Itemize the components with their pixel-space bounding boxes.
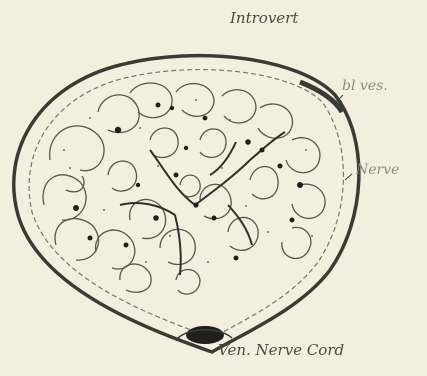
pointer-nerve bbox=[345, 174, 352, 180]
body-wall-inner bbox=[29, 70, 343, 338]
label-nerve: Nerve bbox=[356, 162, 399, 178]
label-introvert: Introvert bbox=[230, 9, 298, 27]
stipple bbox=[63, 99, 313, 263]
nuclei bbox=[73, 103, 303, 261]
label-blood-vessel: bl ves. bbox=[342, 78, 388, 94]
label-ventral-nerve-cord: Ven. Nerve Cord bbox=[218, 341, 344, 359]
body-wall-outer bbox=[14, 56, 359, 352]
retractor-folds bbox=[43, 83, 325, 294]
central-channels bbox=[120, 132, 285, 275]
